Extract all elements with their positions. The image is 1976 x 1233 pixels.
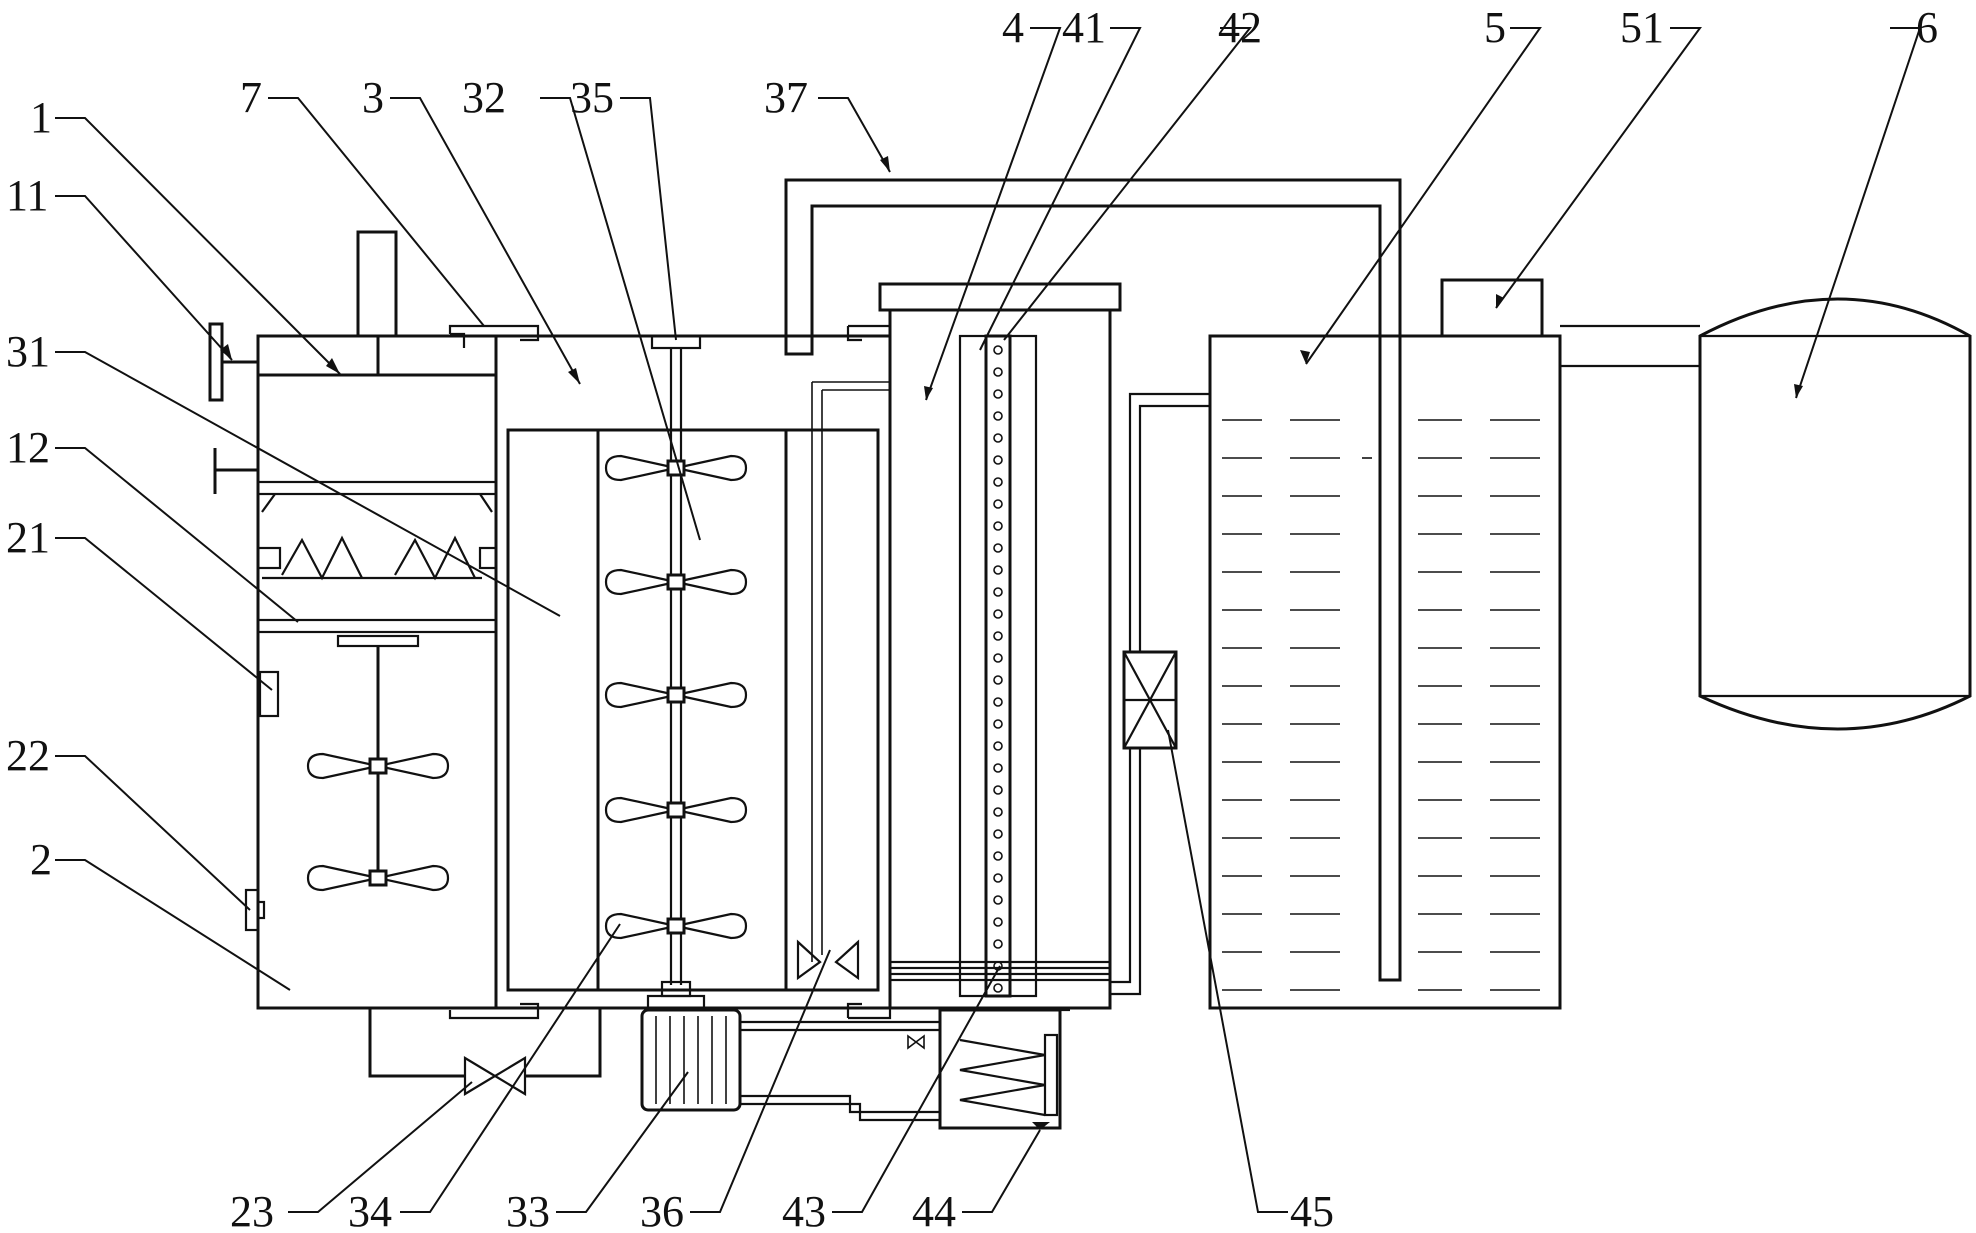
label-2: 2 [30, 835, 52, 884]
label-44: 44 [912, 1187, 956, 1233]
left-tank [208, 230, 602, 1096]
motor-pump-assembly [640, 994, 1070, 1130]
label-3: 3 [362, 73, 384, 122]
part-labels: 1 11 31 12 21 22 2 7 3 32 35 37 4 41 42 … [6, 3, 1938, 1233]
label-51: 51 [1620, 3, 1664, 52]
label-33: 33 [506, 1187, 550, 1233]
label-35: 35 [570, 73, 614, 122]
label-22: 22 [6, 731, 50, 780]
label-21: 21 [6, 513, 50, 562]
label-45: 45 [1290, 1187, 1334, 1233]
label-31: 31 [6, 327, 50, 376]
label-41: 41 [1062, 3, 1106, 52]
label-42: 42 [1218, 3, 1262, 52]
tank-5 [1208, 278, 1700, 1010]
leader-lines [55, 27, 1922, 1213]
label-5: 5 [1484, 3, 1506, 52]
vessel-6 [1698, 297, 1972, 731]
label-4: 4 [1002, 3, 1024, 52]
label-7: 7 [240, 73, 262, 122]
label-11: 11 [6, 171, 48, 220]
label-12: 12 [6, 423, 50, 472]
reactor-3 [448, 178, 1402, 1020]
label-37: 37 [764, 73, 808, 122]
label-1: 1 [30, 93, 52, 142]
label-34: 34 [348, 1187, 392, 1233]
label-36: 36 [640, 1187, 684, 1233]
label-6: 6 [1916, 3, 1938, 52]
label-32: 32 [462, 73, 506, 122]
label-23: 23 [230, 1187, 274, 1233]
label-43: 43 [782, 1187, 826, 1233]
column-4 [878, 282, 1210, 1010]
